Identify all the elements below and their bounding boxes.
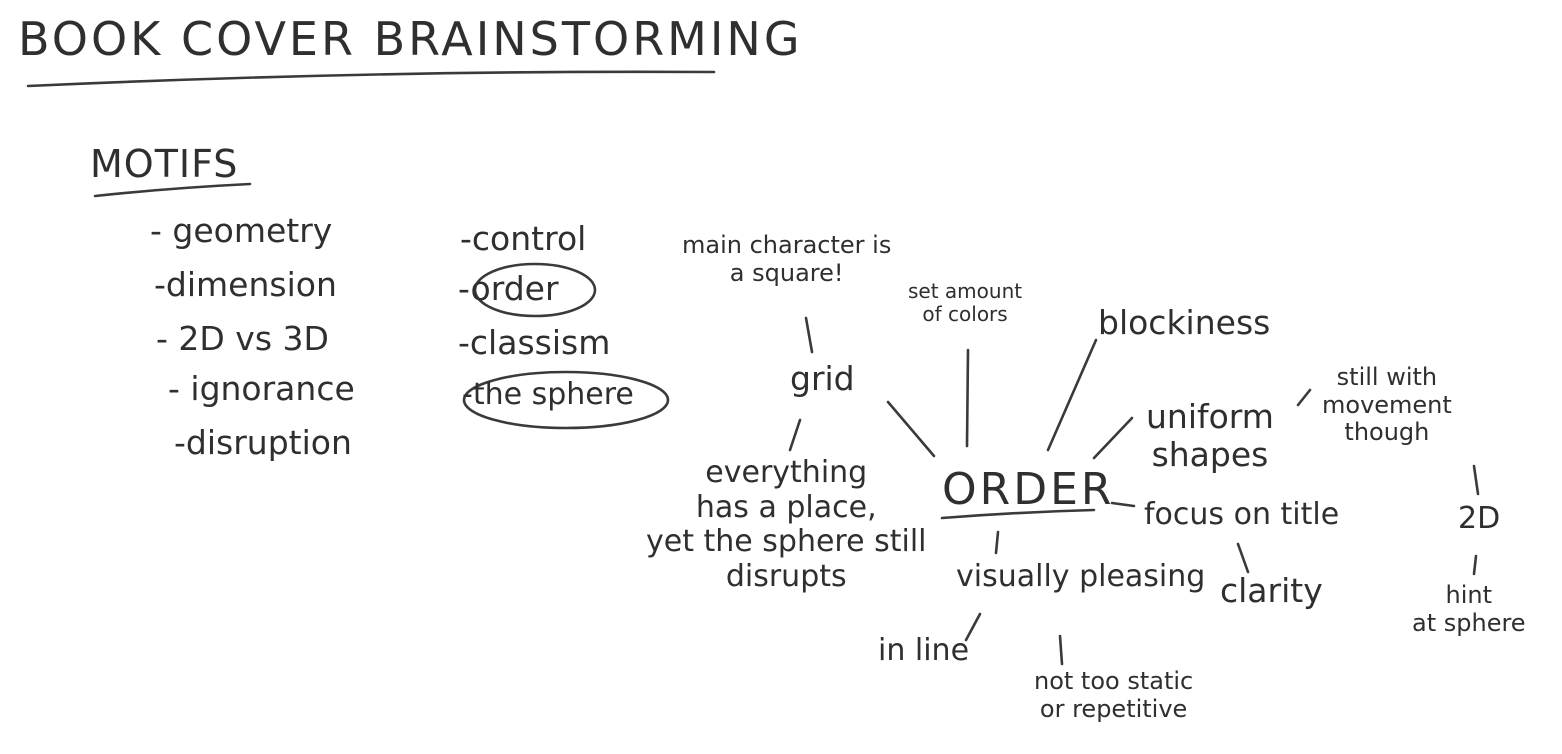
- connector-uniform-order: [1092, 416, 1134, 460]
- mindmap-center-order: ORDER: [942, 464, 1115, 515]
- connector-still-2d: [1472, 464, 1480, 496]
- note-uniform-shapes: uniform shapes: [1146, 397, 1274, 474]
- title-underline: [26, 70, 716, 88]
- note-main-character: main character is a square!: [682, 231, 892, 287]
- note-visually-pleasing: visually pleasing: [956, 559, 1206, 594]
- connector-grid-order: [886, 400, 936, 458]
- motif-item-the-sphere: -the sphere: [462, 377, 634, 412]
- note-focus-on-title: focus on title: [1144, 497, 1340, 532]
- motif-item-2d-vs-3d: - 2D vs 3D: [156, 319, 329, 358]
- note-not-too-static: not too static or repetitive: [1034, 667, 1194, 723]
- note-hint-at-sphere: hint at sphere: [1412, 581, 1526, 637]
- motif-item-order: -order: [458, 269, 559, 308]
- connector-visually-inline: [964, 612, 982, 642]
- motifs-heading: MOTIFS: [90, 142, 239, 186]
- motif-item-geometry: - geometry: [150, 211, 333, 250]
- note-still-with-movement: still with movement though: [1322, 363, 1452, 447]
- motif-item-ignorance: - ignorance: [168, 369, 355, 408]
- note-grid: grid: [790, 359, 855, 398]
- note-blockiness: blockiness: [1098, 303, 1271, 342]
- connector-uniform-still: [1296, 388, 1312, 407]
- motif-item-control: -control: [460, 219, 587, 258]
- connector-2d-hint: [1472, 554, 1478, 576]
- motif-item-classism: -classism: [458, 323, 611, 362]
- connector-blockiness-order: [1046, 338, 1098, 452]
- connector-visually-nottoo: [1058, 634, 1064, 666]
- connector-colors-order: [965, 348, 970, 448]
- connector-main-grid: [804, 316, 814, 354]
- note-set-amount: set amount of colors: [908, 279, 1023, 326]
- motifs-underline: [93, 182, 252, 198]
- motif-item-disruption: -disruption: [174, 423, 352, 462]
- order-underline: [940, 508, 1096, 520]
- page-title: BOOK COVER BRAINSTORMING: [18, 12, 803, 66]
- sphere-circle: [462, 370, 670, 430]
- note-in-line: in line: [878, 633, 970, 668]
- connector-focus-clarity: [1236, 542, 1250, 574]
- connector-grid-everything: [788, 418, 802, 452]
- motif-item-dimension: -dimension: [154, 265, 337, 304]
- note-clarity: clarity: [1220, 571, 1323, 610]
- connector-order-focus: [1110, 501, 1136, 508]
- note-everything: everything has a place, yet the sphere s…: [646, 455, 927, 594]
- order-circle: [473, 262, 597, 318]
- connector-order-visually: [994, 530, 1000, 555]
- note-2d: 2D: [1458, 501, 1501, 536]
